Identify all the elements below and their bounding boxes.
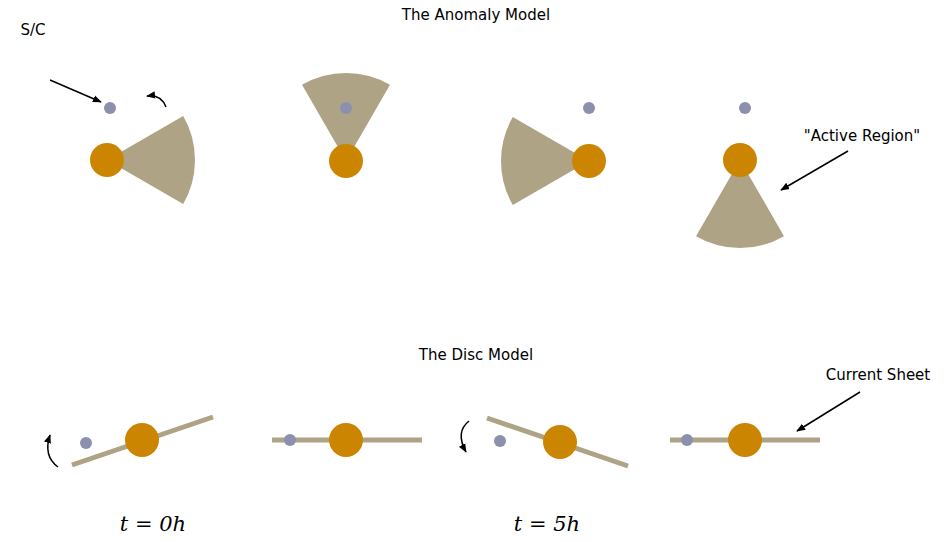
leader-arrow [781,151,848,190]
time-label: t = 5h [514,512,580,537]
planet [572,144,606,178]
spacecraft-dot [681,434,693,446]
planet [728,423,762,457]
planet [329,144,363,178]
callout-label: "Active Region" [804,127,920,145]
spacecraft-dot [104,102,116,114]
rotation-arrow [147,96,166,107]
planet [723,143,757,177]
spacecraft-label: S/C [20,21,45,39]
spacecraft-dot [340,102,352,114]
planet [329,423,363,457]
section-title: The Disc Model [419,346,533,364]
planet [543,425,577,459]
spacecraft-dot [494,435,506,447]
leader-arrow [50,80,101,102]
spacecraft-dot [80,437,92,449]
spacecraft-dot [739,102,751,114]
leader-arrow [797,392,860,431]
current-sheet [72,417,213,465]
callout-label: Current Sheet [826,366,930,384]
planet [90,143,124,177]
spacecraft-dot [583,102,595,114]
spacecraft-dot [284,434,296,446]
section-title: The Anomaly Model [402,6,550,24]
current-sheet [487,418,628,466]
planet [125,423,159,457]
time-label: t = 0h [120,512,186,537]
rotation-arrow [461,421,469,452]
rotation-arrow [48,435,58,467]
